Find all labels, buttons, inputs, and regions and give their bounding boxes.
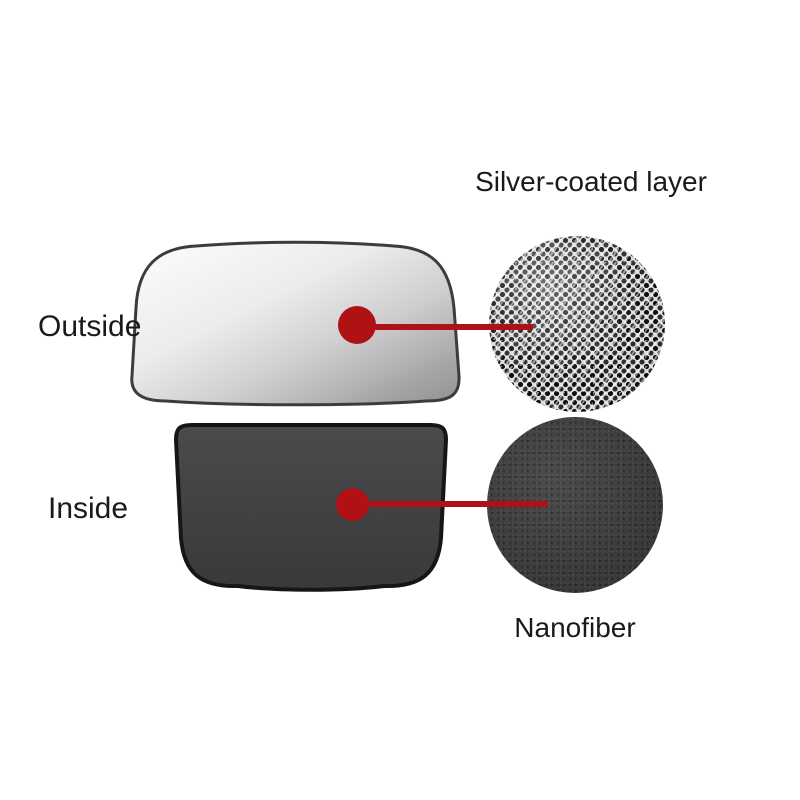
inside-label: Inside: [48, 492, 129, 525]
outside-sunshade-graphic: [128, 236, 462, 408]
outside-label: Outside: [38, 310, 142, 343]
nanofiber-label: Nanofiber: [514, 612, 636, 643]
inside-callout-line: [351, 501, 548, 507]
inside-sunshade-graphic: [164, 420, 458, 592]
inside-callout-dot: [336, 488, 369, 521]
outside-sunshade-panel: [130, 240, 461, 407]
inside-sunshade-panel: [173, 423, 449, 592]
outside-callout-dot: [338, 306, 376, 344]
outside-sunshade-shape: [130, 240, 461, 407]
outside-callout-line: [356, 324, 533, 330]
inside-sunshade-shape: [173, 423, 449, 592]
silver-coated-layer-label: Silver-coated layer: [475, 166, 707, 197]
